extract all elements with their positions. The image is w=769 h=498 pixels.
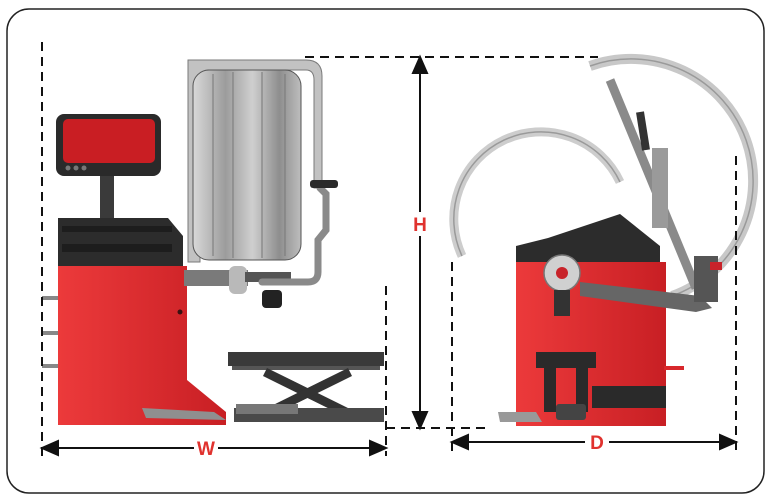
dimension-arrows	[39, 54, 739, 457]
wheel-lift	[228, 352, 384, 422]
wheel-hood	[187, 59, 323, 263]
side-view-machine	[449, 53, 759, 426]
depth-label: D	[590, 433, 604, 454]
height-label: H	[413, 215, 427, 236]
dimension-lines	[41, 42, 737, 456]
tire	[192, 69, 302, 261]
cabinet	[58, 266, 226, 425]
front-view-machine	[42, 59, 384, 425]
width-label: W	[197, 439, 215, 460]
